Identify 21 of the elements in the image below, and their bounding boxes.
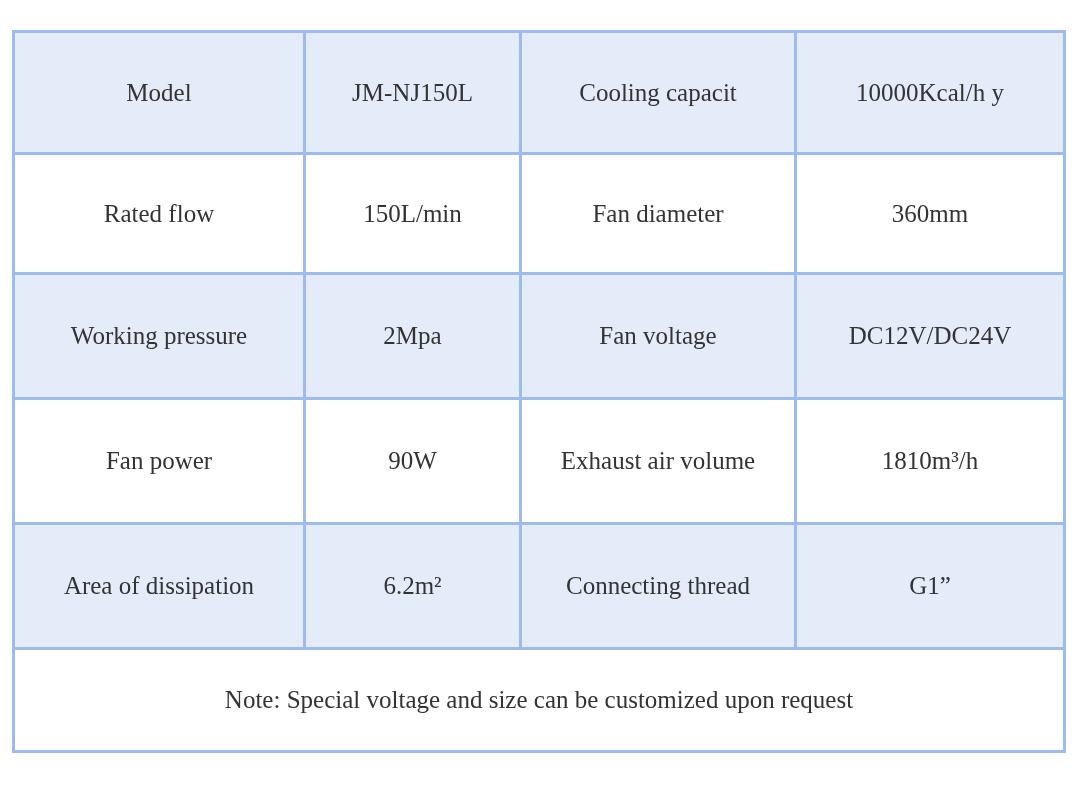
table-cell: Fan power	[13, 398, 305, 524]
table-cell: Rated flow	[13, 153, 305, 274]
table-cell: 1810m³/h	[795, 398, 1065, 524]
table-cell: 10000Kcal/h y	[795, 31, 1065, 154]
table-cell: 360mm	[795, 153, 1065, 274]
table-cell: DC12V/DC24V	[795, 273, 1065, 399]
table-cell: Fan diameter	[520, 153, 796, 274]
table-cell: JM-NJ150L	[304, 31, 521, 154]
table-cell: 150L/min	[304, 153, 521, 274]
table-cell: 90W	[304, 398, 521, 524]
table-cell: Connecting thread	[520, 523, 796, 649]
table-cell: 6.2m²	[304, 523, 521, 649]
note-cell: Note: Special voltage and size can be customized upon request	[13, 648, 1065, 752]
table-cell: G1”	[795, 523, 1065, 649]
table-cell: 2Mpa	[304, 273, 521, 399]
table-cell: Working pressure	[13, 273, 305, 399]
table-cell: Area of dissipation	[13, 523, 305, 649]
table-cell: Exhaust air volume	[520, 398, 796, 524]
table-cell: Cooling capacit	[520, 31, 796, 154]
table-cell: Fan voltage	[520, 273, 796, 399]
table-cell: Model	[13, 31, 305, 154]
